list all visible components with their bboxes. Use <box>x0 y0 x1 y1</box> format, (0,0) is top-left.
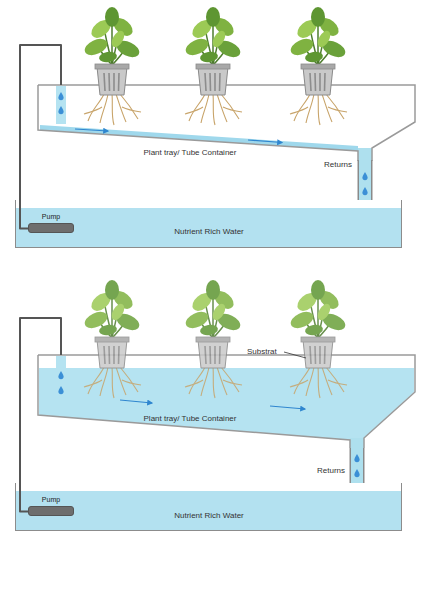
return-pipe-water <box>351 448 363 483</box>
plant-tray: Plant tray/ Tube Container <box>38 355 415 448</box>
pump-pipe <box>20 45 61 229</box>
pump-label: Pump <box>42 212 60 221</box>
return-pipe-wall <box>350 448 365 483</box>
node-text: Nutrient Rich Water <box>174 511 244 521</box>
return-pipe <box>357 448 358 483</box>
feed-pipe <box>20 45 61 229</box>
pump-label: Pump <box>42 495 60 504</box>
node-text: Plant tray/ Tube Container <box>144 414 237 424</box>
plant-tray: Plant tray/ Tube Container <box>38 85 415 160</box>
pump: Pump <box>28 212 74 234</box>
pump-body <box>28 223 74 233</box>
returns-label: Returns <box>317 466 345 476</box>
return-pipe-wall <box>358 160 373 200</box>
node-text: Nutrient Rich Water <box>174 227 244 237</box>
nutrient-reservoir: Nutrient Rich Water Pump <box>15 200 402 248</box>
return-pipe-water <box>359 160 371 200</box>
nutrient-reservoir: Nutrient Rich Water Pump <box>15 483 402 531</box>
pump: Pump <box>28 495 74 517</box>
substrate-label: Substrat <box>247 347 277 357</box>
pump-body <box>28 506 74 516</box>
returns-label: Returns <box>324 160 352 170</box>
leader-line <box>284 352 306 358</box>
node-text: Plant tray/ Tube Container <box>144 148 237 158</box>
